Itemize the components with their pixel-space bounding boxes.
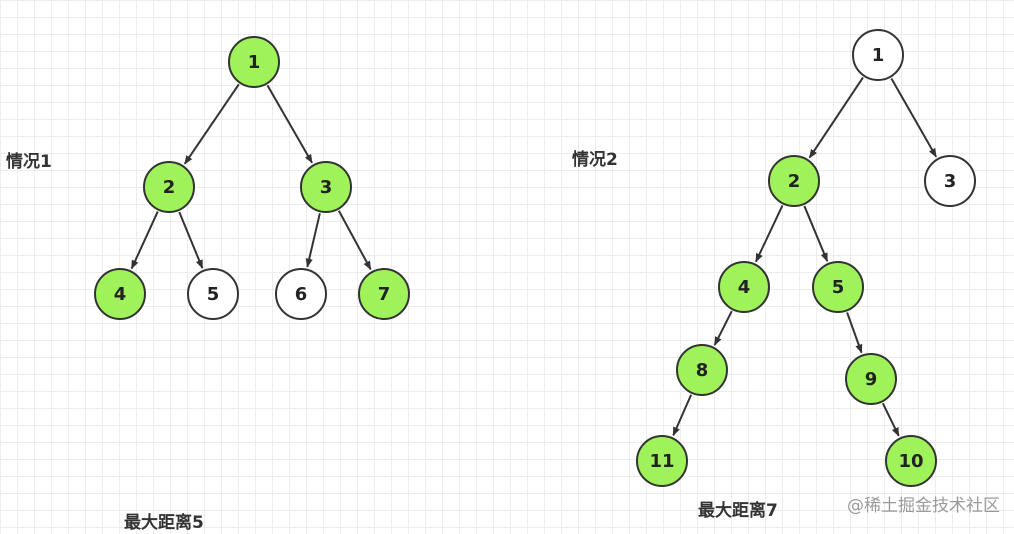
- case1-node-4: 4: [94, 268, 146, 320]
- case2-node-5: 5: [812, 261, 864, 313]
- case2-node-circle-3: [924, 155, 976, 207]
- case1-edge-2-4: [130, 211, 159, 270]
- case1-node-6: 6: [275, 268, 327, 320]
- case1-node-circle-2: [143, 161, 195, 213]
- case1-node-circle-3: [300, 161, 352, 213]
- edges-layer: [130, 76, 937, 437]
- case1-caption: 最大距离5: [124, 513, 204, 533]
- case2-edge-9-10: [881, 402, 900, 437]
- case2-node-label-1: 1: [872, 45, 885, 66]
- case2-node-circle-2: [768, 155, 820, 207]
- case2-node-11: 11: [636, 435, 688, 487]
- case2-node-label-10: 10: [898, 451, 923, 472]
- case2-node-4: 4: [718, 261, 770, 313]
- case2-node-label-2: 2: [788, 171, 801, 192]
- case1-node-label-7: 7: [378, 284, 391, 305]
- case1-node-7: 7: [358, 268, 410, 320]
- case2-node-10: 10: [885, 435, 937, 487]
- case1-edge-3-6: [305, 213, 321, 268]
- case1-node-label-4: 4: [114, 284, 127, 305]
- case2-edge-1-3: [890, 77, 937, 158]
- case1-node-circle-7: [358, 268, 410, 320]
- case2-node-circle-8: [676, 344, 728, 396]
- case2-node-label-5: 5: [832, 277, 845, 298]
- case2-node-3: 3: [924, 155, 976, 207]
- case1-node-label-2: 2: [163, 177, 176, 198]
- case2-edge-2-5: [803, 205, 829, 262]
- case2-edge-1-2: [808, 76, 864, 159]
- case2-caption: 最大距离7: [698, 501, 778, 521]
- case2-node-label-8: 8: [696, 360, 709, 381]
- case2-edge-5-9: [846, 312, 863, 354]
- case1-node-3: 3: [300, 161, 352, 213]
- case1-edge-1-3: [266, 84, 313, 164]
- case2-node-8: 8: [676, 344, 728, 396]
- case1-node-circle-1: [228, 36, 280, 88]
- case2-node-2: 2: [768, 155, 820, 207]
- case1-node-label-6: 6: [295, 284, 308, 305]
- case2-edge-4-8: [713, 310, 733, 346]
- case2-edge-2-4: [755, 204, 784, 263]
- case1-edge-3-7: [337, 210, 372, 271]
- watermark: @稀土掘金技术社区: [847, 496, 1000, 516]
- case2-node-circle-1: [852, 29, 904, 81]
- case1-node-label-1: 1: [248, 52, 261, 73]
- case2-node-label-11: 11: [649, 451, 674, 472]
- case2-node-circle-11: [636, 435, 688, 487]
- case1-node-circle-5: [187, 268, 239, 320]
- case1-node-2: 2: [143, 161, 195, 213]
- case2-node-label-4: 4: [738, 277, 751, 298]
- case2-node-label-3: 3: [944, 171, 957, 192]
- case1-edge-1-2: [183, 83, 240, 165]
- case2-node-1: 1: [852, 29, 904, 81]
- case2-node-circle-10: [885, 435, 937, 487]
- case2-label: 情况2: [572, 150, 618, 170]
- case1-node-5: 5: [187, 268, 239, 320]
- case1-node-circle-4: [94, 268, 146, 320]
- case2-node-label-9: 9: [865, 369, 878, 390]
- case1-node-label-5: 5: [207, 284, 220, 305]
- case2-node-circle-4: [718, 261, 770, 313]
- case1-node-label-3: 3: [320, 177, 333, 198]
- case2-node-circle-5: [812, 261, 864, 313]
- case2-node-9: 9: [845, 353, 897, 405]
- case1-node-circle-6: [275, 268, 327, 320]
- case1-node-1: 1: [228, 36, 280, 88]
- case1-edge-2-5: [178, 211, 204, 269]
- nodes-layer: 1 2 3 4 5 6 7 1 2 3 4 5 8 9 11 10: [94, 29, 976, 487]
- case2-edge-8-11: [672, 394, 693, 437]
- case2-node-circle-9: [845, 353, 897, 405]
- case1-label: 情况1: [6, 152, 52, 172]
